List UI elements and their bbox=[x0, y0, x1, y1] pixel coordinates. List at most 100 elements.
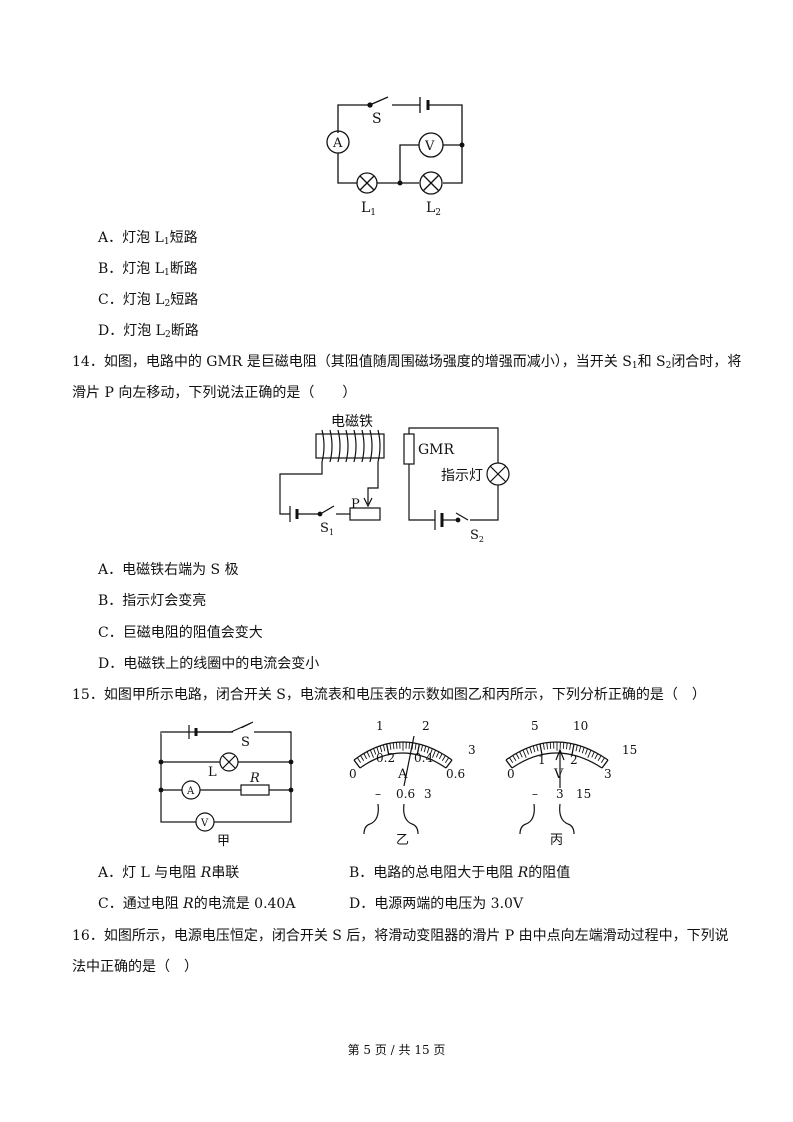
dial-tick bbox=[597, 755, 602, 761]
dial-tick bbox=[519, 751, 523, 758]
dial-tick bbox=[379, 745, 383, 753]
dial-tick bbox=[444, 757, 450, 763]
dial-tick bbox=[356, 757, 362, 763]
q14-option-d: D．电磁铁上的线圈中的电流会变小 bbox=[98, 656, 320, 672]
q15-voltmeter-label: V bbox=[200, 818, 209, 829]
dial-tick bbox=[581, 746, 585, 754]
dial-tick bbox=[366, 751, 371, 758]
dial-tick bbox=[522, 749, 527, 758]
q13-switch-label: S bbox=[372, 111, 382, 127]
q15-ammeter-top-3: 3 bbox=[468, 743, 476, 757]
dial-tick bbox=[536, 744, 539, 752]
q14-stem-line2: 滑片 P 向左移动，下列说法正确的是（ ） bbox=[72, 385, 357, 401]
q15-switch-label: S bbox=[241, 735, 250, 750]
dial-tick bbox=[382, 744, 386, 752]
dial-tick bbox=[360, 755, 365, 761]
dial-tick bbox=[429, 748, 433, 755]
q15-circuit-caption: 甲 bbox=[217, 834, 230, 849]
q14-circuit-diagram: 电磁铁 GMR 指示灯 P S1 S2 bbox=[279, 414, 510, 544]
dial-tick bbox=[566, 742, 568, 750]
dial-tick bbox=[532, 745, 536, 753]
dial-tick bbox=[386, 743, 390, 755]
q13-option-a: A．灯泡 L1短路 bbox=[98, 230, 198, 247]
q15-voltmeter-top-10: 10 bbox=[573, 719, 588, 733]
dial-tick bbox=[426, 746, 430, 754]
q13-voltmeter-label: V bbox=[424, 139, 435, 154]
dial-tick bbox=[432, 749, 437, 758]
dial-tick bbox=[525, 748, 529, 755]
dial-tick bbox=[416, 743, 420, 755]
q15-option-b: B．电路的总电阻大于电阻 R的阻值 bbox=[349, 865, 571, 881]
dial-tick bbox=[539, 743, 543, 755]
q15-voltmeter-zero: 0 bbox=[507, 767, 515, 781]
dial-tick bbox=[601, 759, 609, 769]
dial-tick bbox=[392, 742, 395, 750]
q13-lamp1-label: L1 bbox=[361, 200, 376, 218]
dial-tick bbox=[578, 745, 582, 753]
q15-voltmeter-inner-2: 2 bbox=[570, 753, 578, 767]
q15-voltmeter-dial: 5 10 15 0 1 2 3 V – 3 15 丙 bbox=[505, 719, 637, 848]
dial-tick bbox=[587, 749, 592, 758]
dial-tick bbox=[441, 755, 446, 761]
dial-tick bbox=[591, 751, 595, 758]
q15-ammeter-caption: 乙 bbox=[396, 833, 409, 848]
q14-option-c: C．巨磁电阻的阻值会变大 bbox=[98, 625, 263, 641]
dial-tick bbox=[363, 753, 368, 760]
q15-option-a: A．灯 L 与电阻 R串联 bbox=[98, 865, 240, 881]
dial-tick bbox=[571, 743, 575, 755]
q15-option-d: D．电源两端的电压为 3.0V bbox=[349, 896, 524, 912]
dial-tick bbox=[509, 757, 514, 763]
dial-tick bbox=[575, 744, 578, 752]
dial-tick bbox=[569, 743, 572, 750]
q15-ammeter-symbol: A bbox=[397, 767, 408, 782]
dial-tick bbox=[373, 748, 377, 755]
q15-voltmeter-top-5: 5 bbox=[531, 719, 539, 733]
q15-ammeter-inner-02: 0.2 bbox=[376, 751, 395, 765]
page-footer: 第 5 页 / 共 15 页 bbox=[347, 1043, 446, 1057]
dial-tick bbox=[512, 755, 517, 761]
dial-tick bbox=[438, 753, 443, 760]
dial-tick bbox=[376, 746, 380, 754]
q16-stem-line2: 法中正确的是（ ） bbox=[72, 959, 198, 975]
q15-voltmeter-inner-1: 1 bbox=[538, 753, 546, 767]
dial-tick bbox=[435, 751, 440, 758]
q15-ammeter-terminal-3: 3 bbox=[424, 787, 432, 801]
q14-indicator-label: 指示灯 bbox=[441, 468, 483, 484]
q14-s1-label: S1 bbox=[320, 521, 334, 537]
dial-tick bbox=[353, 759, 361, 769]
dial-tick bbox=[529, 746, 533, 754]
q14-s2-label: S2 bbox=[470, 528, 484, 544]
dial-tick bbox=[542, 743, 545, 750]
q15-ammeter-inner-06: 0.6 bbox=[446, 767, 465, 781]
dial-tick bbox=[420, 744, 424, 752]
q14-option-b: B．指示灯会变亮 bbox=[98, 593, 207, 609]
dial-tick bbox=[389, 743, 392, 750]
q13-option-c: C．灯泡 L2短路 bbox=[98, 292, 199, 309]
q15-ammeter-terminal-06: 0.6 bbox=[396, 787, 415, 801]
q15-voltmeter-caption: 丙 bbox=[550, 833, 563, 848]
q15-circuit-diagram: S L R A V 甲 bbox=[158, 721, 294, 849]
q14-gmr-label: GMR bbox=[418, 442, 455, 458]
dial-tick bbox=[369, 749, 374, 758]
dial-tick bbox=[585, 748, 589, 755]
q15-option-c: C．通过电阻 R的电流是 0.40A bbox=[98, 896, 296, 912]
q15-voltmeter-terminal-neg: – bbox=[532, 787, 538, 801]
q15-voltmeter-symbol: V bbox=[553, 767, 564, 782]
q15-lamp-label: L bbox=[208, 765, 217, 780]
q14-electromagnet-label: 电磁铁 bbox=[331, 414, 373, 430]
q15-resistor-label: R bbox=[249, 771, 260, 786]
q15-voltmeter-top-15: 15 bbox=[622, 743, 637, 757]
q15-ammeter-top-1: 1 bbox=[376, 719, 384, 733]
q14-option-a: A．电磁铁右端为 S 极 bbox=[98, 562, 239, 578]
dial-tick bbox=[594, 753, 599, 760]
q15-ammeter-dial: 1 2 3 0 0.2 0.4 0.6 A – 0.6 3 乙 bbox=[349, 719, 476, 848]
dial-tick bbox=[445, 759, 453, 769]
q13-lamp2-label: L2 bbox=[426, 200, 441, 218]
q15-voltmeter-inner-3: 3 bbox=[604, 767, 612, 781]
dial-tick bbox=[546, 742, 548, 750]
q13-option-d: D．灯泡 L2断路 bbox=[98, 323, 199, 340]
q16-stem-line1: 16．如图所示，电源电压恒定，闭合开关 S 后，将滑动变阻器的滑片 P 由中点向… bbox=[72, 928, 729, 944]
q15-stem: 15．如图甲所示电路，闭合开关 S，电流表和电压表的示数如图乙和丙所示，下列分析… bbox=[72, 687, 706, 703]
q13-ammeter-label: A bbox=[332, 136, 343, 151]
q15-voltmeter-ticks bbox=[505, 742, 609, 769]
